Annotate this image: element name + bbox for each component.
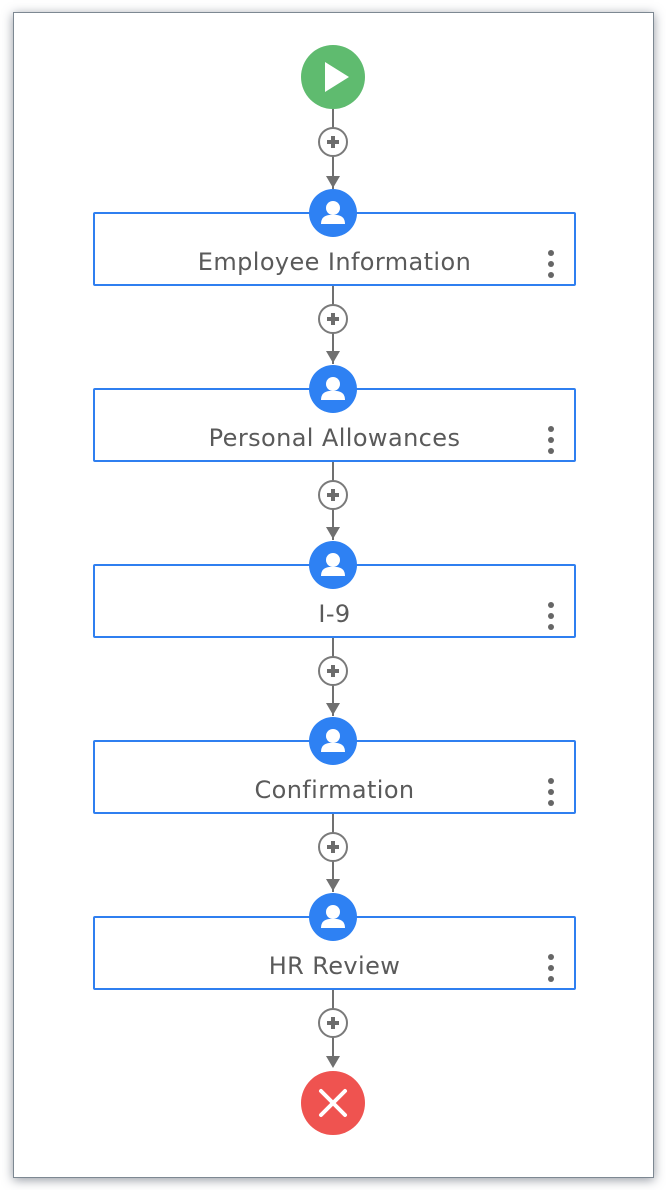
- step-confirmation[interactable]: Confirmation: [93, 740, 576, 814]
- user-icon: [309, 365, 357, 413]
- arrow-icon: [326, 1056, 340, 1068]
- step-label: Employee Information: [197, 248, 472, 276]
- step-hr-review[interactable]: HR Review: [93, 916, 576, 990]
- arrow-icon: [326, 351, 340, 363]
- user-icon: [309, 717, 357, 765]
- step-label: I-9: [318, 600, 351, 628]
- more-vertical-icon[interactable]: [544, 250, 558, 280]
- user-icon: [309, 541, 357, 589]
- arrow-icon: [326, 703, 340, 715]
- arrow-icon: [326, 527, 340, 539]
- more-vertical-icon[interactable]: [544, 778, 558, 808]
- play-icon: [325, 62, 349, 92]
- start-node[interactable]: [301, 45, 365, 109]
- more-vertical-icon[interactable]: [544, 954, 558, 984]
- add-step-button[interactable]: [318, 656, 348, 686]
- add-step-button[interactable]: [318, 127, 348, 157]
- add-step-button[interactable]: [318, 480, 348, 510]
- more-vertical-icon[interactable]: [544, 602, 558, 632]
- step-label: HR Review: [268, 952, 401, 980]
- add-step-button[interactable]: [318, 304, 348, 334]
- add-step-button[interactable]: [318, 1008, 348, 1038]
- step-label: Confirmation: [254, 776, 415, 804]
- close-icon: [319, 1089, 347, 1117]
- more-vertical-icon[interactable]: [544, 426, 558, 456]
- user-icon: [309, 189, 357, 237]
- add-step-button[interactable]: [318, 832, 348, 862]
- end-node[interactable]: [301, 1071, 365, 1135]
- arrow-icon: [326, 879, 340, 891]
- step-label: Personal Allowances: [208, 424, 461, 452]
- arrow-icon: [326, 176, 340, 188]
- user-icon: [309, 893, 357, 941]
